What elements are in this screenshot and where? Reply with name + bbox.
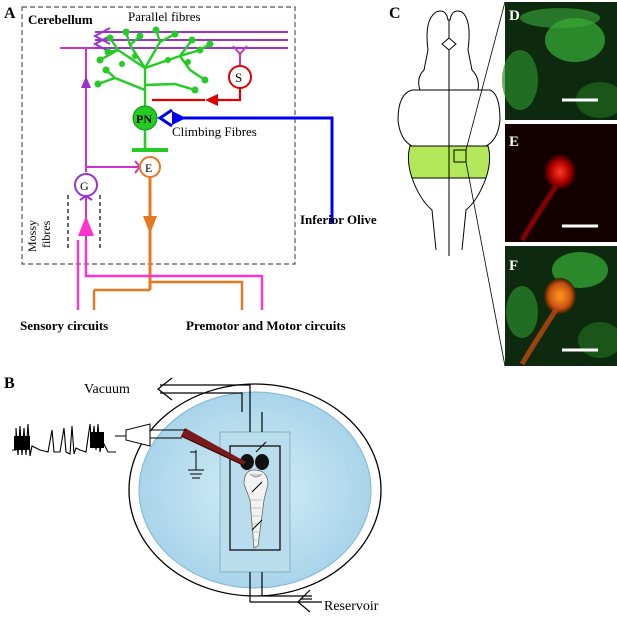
zoom-line-bottom xyxy=(465,161,506,367)
panel-c: C xyxy=(389,1,506,367)
vacuum-tube xyxy=(157,377,263,432)
panel-e-letter: E xyxy=(509,134,519,150)
zebrafish-brain-outline xyxy=(397,10,501,256)
reservoir-label: Reservoir xyxy=(324,599,379,614)
pn-label: PN xyxy=(136,112,152,126)
recording-electrode xyxy=(115,423,246,466)
inferior-olive-label: Inferior Olive xyxy=(300,212,377,227)
cerebellum-box xyxy=(21,6,296,265)
panel-f: F xyxy=(505,246,617,366)
mossy-fibres xyxy=(67,195,101,250)
stellate-label: S xyxy=(235,70,242,85)
zoom-line-top xyxy=(465,1,506,151)
panel-e: E xyxy=(505,124,617,242)
climbing-fibres xyxy=(157,108,334,224)
panel-f-letter: F xyxy=(509,258,518,274)
ground-electrode xyxy=(188,450,204,479)
electrophysiology-trace xyxy=(12,423,116,457)
zebrafish-larva xyxy=(240,441,269,549)
granule-label: G xyxy=(80,179,89,193)
panel-d: D xyxy=(502,2,617,120)
chamber-well xyxy=(229,445,281,551)
parallel-fibres-label: Parallel fibres xyxy=(128,9,201,24)
climbing-fibres-label: Climbing Fibres xyxy=(172,124,257,139)
vacuum-label: Vacuum xyxy=(84,382,130,397)
granule-axon-arrow xyxy=(81,76,91,88)
reservoir-tube xyxy=(249,572,322,613)
panel-b-letter: B xyxy=(4,375,15,392)
granule-cell: G xyxy=(74,173,98,201)
premotor-motor-label: Premotor and Motor circuits xyxy=(186,318,346,333)
mossy-label-line2: fibres xyxy=(39,220,53,248)
stellate-cell: S xyxy=(152,45,252,106)
panel-a-letter: A xyxy=(4,5,16,22)
panel-a: A Cerebellum Parallel fibres S xyxy=(4,5,377,333)
purkinje-neuron: PN xyxy=(132,105,168,152)
eurydendroid-label: E xyxy=(145,161,152,175)
sensory-circuits-label: Sensory circuits xyxy=(20,318,108,333)
cerebellum-label: Cerebellum xyxy=(28,12,93,27)
parallel-fibres xyxy=(60,27,288,53)
panel-d-letter: D xyxy=(509,8,520,24)
panel-b: B Vacuum Reservoir xyxy=(4,375,382,614)
circuit-connections xyxy=(76,240,264,310)
mossy-label-line1: Mossy xyxy=(25,220,39,252)
zoom-box xyxy=(453,149,467,163)
eurydendroid-cell: E xyxy=(134,156,161,290)
purkinje-spines xyxy=(94,26,214,94)
panel-c-letter: C xyxy=(389,5,401,22)
